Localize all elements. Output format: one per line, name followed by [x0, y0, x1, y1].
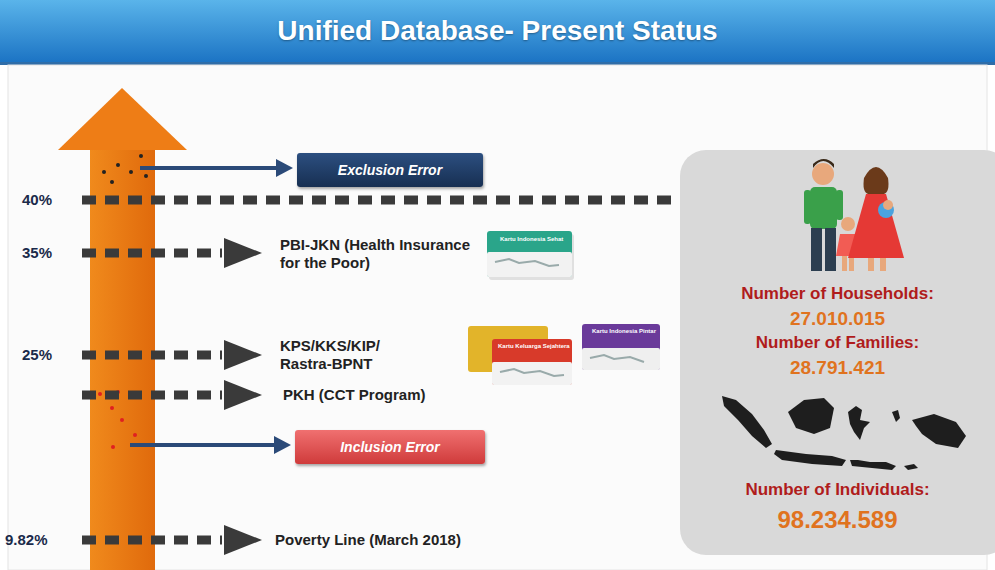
title-bar [0, 0, 995, 62]
program-label: PBI-JKN (Health Insurance for the Poor) [280, 236, 475, 272]
card-label: Kartu Indonesia Sehat [500, 236, 563, 242]
indonesia-map [722, 396, 966, 470]
percent-mark: 35% [22, 244, 52, 261]
percent-mark: 40% [22, 191, 52, 208]
program-label: PKH (CCT Program) [283, 386, 426, 404]
card-label: Kartu Keluarga Sejahtera [498, 343, 570, 349]
stat-value: 28.791.421 [680, 357, 995, 379]
program-label: KPS/KKS/KIP/ Rastra-BPNT [280, 337, 405, 373]
error-label: Exclusion Error [338, 162, 442, 178]
stat-value: 27.010.015 [680, 308, 995, 330]
stat-heading: Number of Individuals: [680, 480, 995, 500]
line-label: Poverty Line (March 2018) [275, 531, 461, 549]
stat-value: 98.234.589 [680, 506, 995, 534]
card-label: Kartu Indonesia Pintar [592, 328, 656, 334]
level-heads [224, 186, 750, 555]
percent-mark: 25% [22, 346, 52, 363]
percent-mark: 9.82% [5, 531, 48, 548]
error-label: Inclusion Error [340, 439, 440, 455]
benefit-cards [468, 231, 660, 385]
scale-arrow [58, 88, 187, 570]
stat-heading: Number of Families: [680, 333, 995, 353]
error-box: Inclusion Error [295, 430, 485, 464]
stat-heading: Number of Households: [680, 284, 995, 304]
error-box: Exclusion Error [297, 153, 483, 187]
stats-panel: Number of Households: 27.010.015Number of… [680, 150, 995, 555]
slide-title: Unified Database- Present Status [0, 0, 995, 62]
level-lines [82, 200, 712, 540]
family-icon [804, 159, 904, 271]
